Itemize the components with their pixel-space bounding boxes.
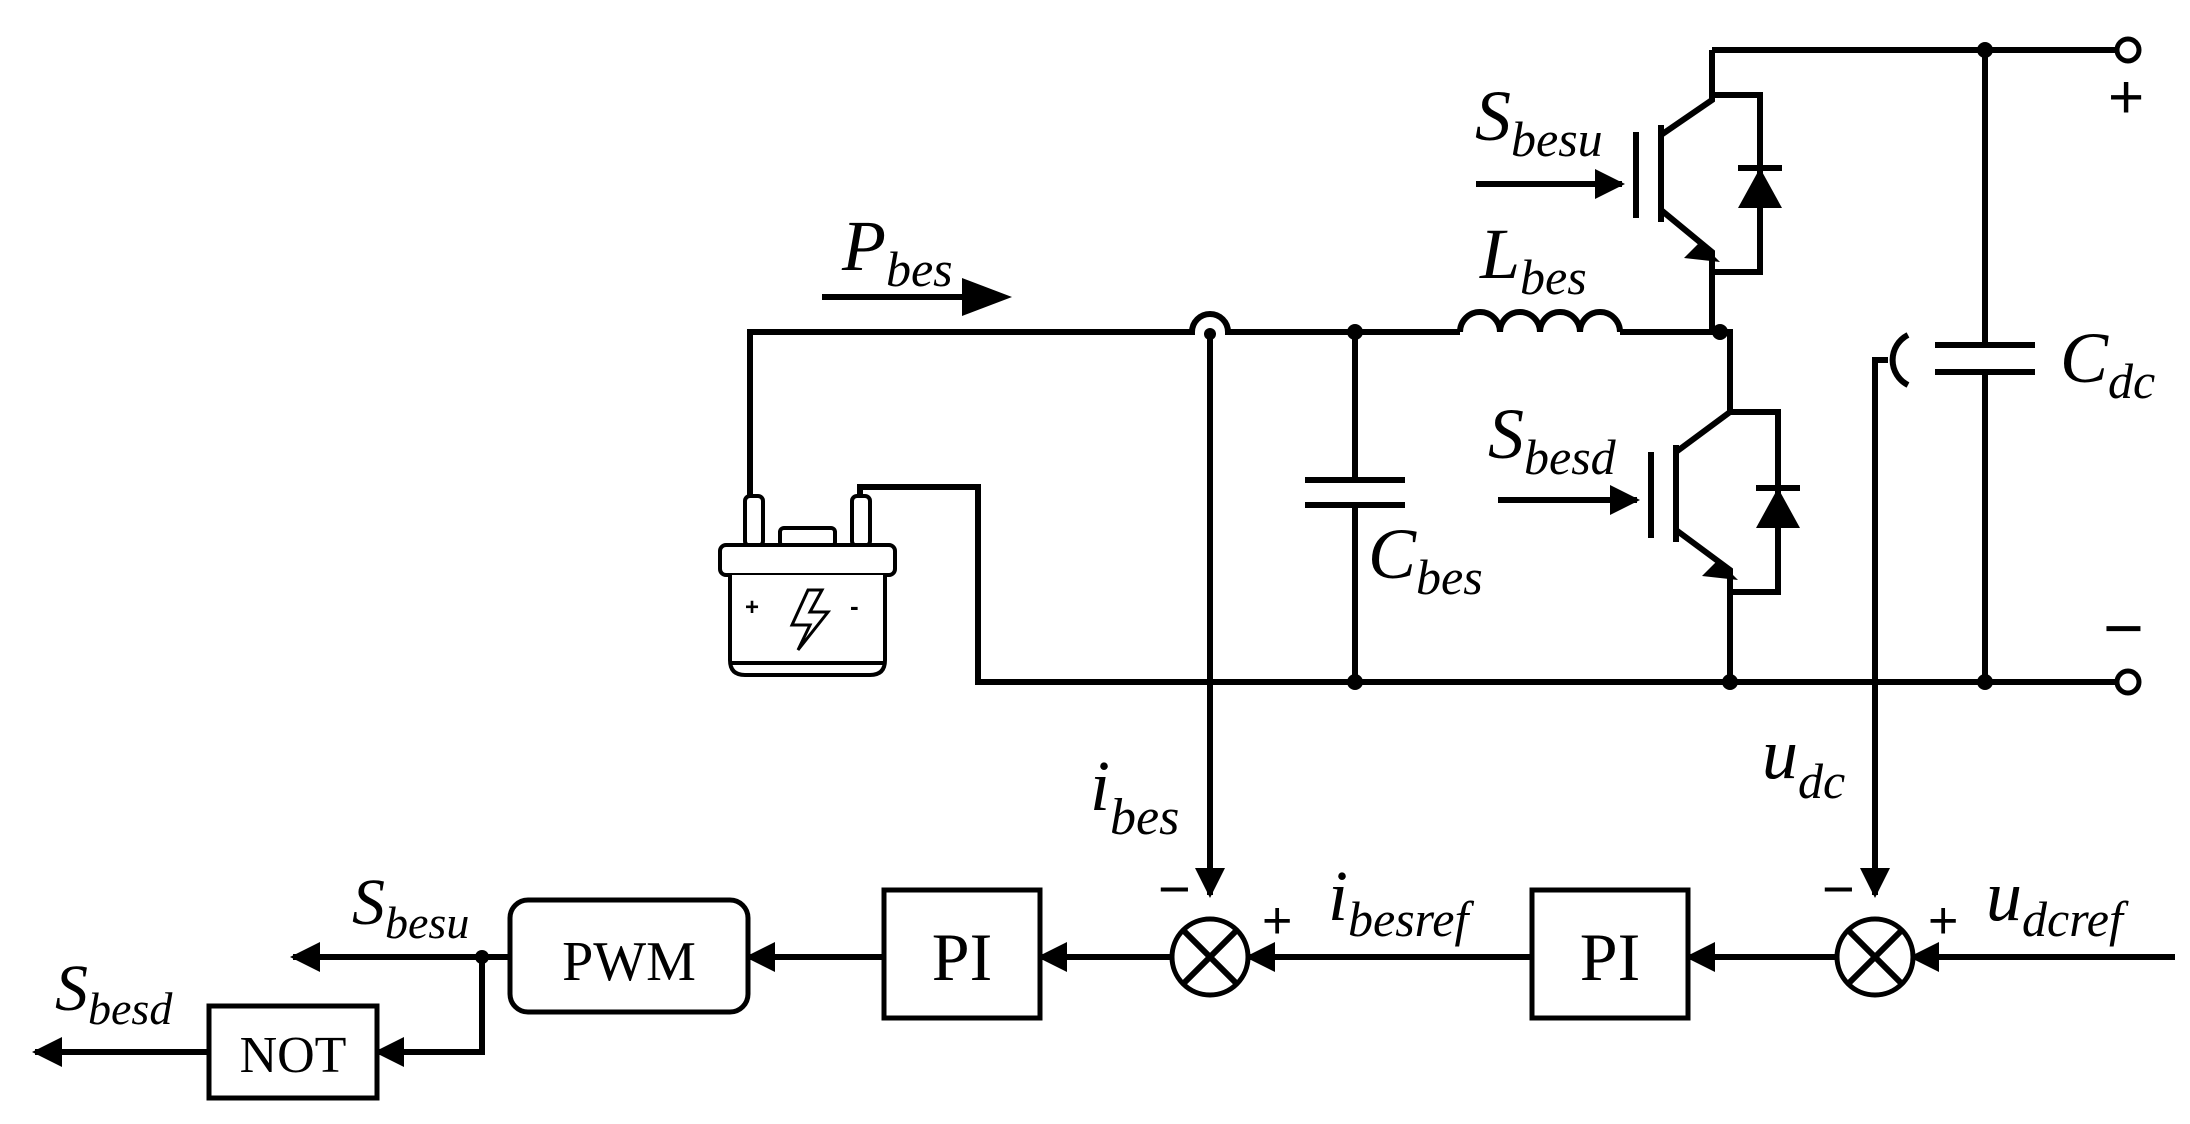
battery-icon: + - [718,494,897,677]
sum-voltage-minus-sign: − [1822,857,1855,920]
sum-current-plus-sign: + [1262,892,1292,950]
pi-voltage-label: PI [1580,919,1640,995]
battery-minus-sign: - [850,591,859,621]
label-out-s-besd: Sbesd [55,952,173,1034]
battery-bolt-icon [789,588,832,651]
igbt-lower [1648,329,1800,682]
battery-negative-wire [857,484,2128,685]
voltage-summing-junction[interactable] [1834,916,1916,998]
sum-voltage-plus-sign: + [1928,892,1958,950]
label-i-bes: ibes [1090,746,1179,846]
label-u-dcref: udcref [1986,856,2129,947]
label-out-s-besu: Sbesu [352,866,469,948]
dc-minus-sign: − [2103,589,2144,667]
not-block[interactable] [206,1003,380,1101]
inductor-l-bes [1457,309,1623,333]
u-dc-measure-wire [1860,357,1890,898]
current-summing-junction[interactable] [1169,916,1251,998]
dc-negative-terminal[interactable] [2114,668,2142,696]
label-u-dc: udc [1762,714,1845,809]
label-c-dc: Cdc [2060,318,2155,409]
top-wire-left [747,311,1460,500]
label-l-bes: Lbes [1479,214,1587,305]
pi-current-label: PI [932,919,992,995]
igbt-upper [1633,50,1782,332]
battery-plus-sign: + [745,594,759,621]
p-bes-flow-arrow-icon [962,278,1012,316]
label-s-besd-gate: Sbesd [1488,394,1617,485]
sum-current-minus-sign: − [1158,857,1191,920]
lower-emitter-arrow-icon [1702,560,1738,580]
capacitor-c-bes-plates [1305,477,1405,508]
label-s-besu-gate: Sbesu [1475,76,1603,167]
labels: Pbes Lbes Cbes Cdc Sbesu Sbesd ibes udc … [55,63,2155,1034]
not-label: NOT [240,1027,347,1084]
power-circuit: + - [718,36,2142,898]
control-loop: PI PI PWM NOT [31,887,2175,1101]
upper-diode-icon [1738,168,1782,208]
upper-emitter-arrow-icon [1684,242,1720,262]
pwm-label: PWM [562,931,696,993]
label-i-besref: ibesref [1328,856,1474,947]
capacitor-c-dc-plates [1935,342,2035,375]
dc-plus-sign: + [2108,63,2144,132]
u-dc-measure-hook [1889,332,1910,388]
junction-dots [1204,42,1993,690]
label-p-bes: Pbes [841,206,953,297]
dc-positive-terminal[interactable] [2114,36,2142,64]
lower-diode-icon [1756,488,1800,528]
label-c-bes: Cbes [1368,514,1483,605]
not-feed-wire [374,957,485,1067]
